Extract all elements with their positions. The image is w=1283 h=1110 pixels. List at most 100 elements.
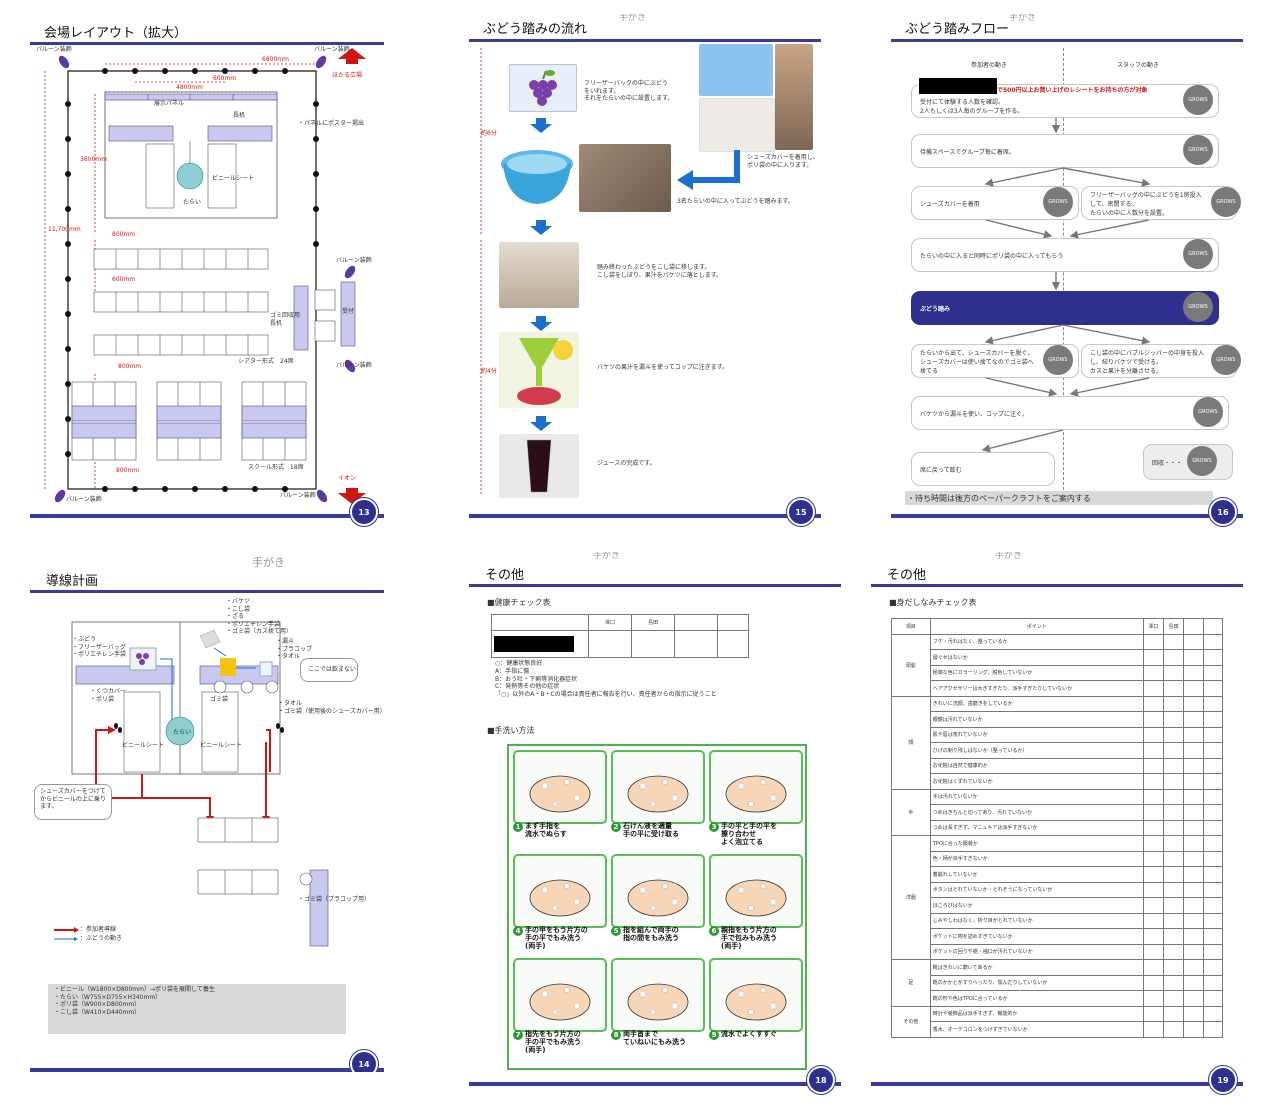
checkbox-cell[interactable] (1162, 974, 1185, 991)
checkbox-cell[interactable] (1162, 835, 1185, 852)
checkbox-cell[interactable] (1202, 804, 1224, 821)
checkbox-cell[interactable] (1142, 1021, 1165, 1038)
checkbox-cell[interactable] (1142, 695, 1165, 712)
checkbox-cell[interactable] (1183, 866, 1204, 883)
checkbox-cell[interactable] (1162, 804, 1185, 821)
checkbox-cell[interactable] (1183, 757, 1204, 774)
checkbox-cell[interactable] (1183, 773, 1204, 790)
checkbox-cell[interactable] (1183, 1005, 1204, 1022)
checkbox-cell[interactable] (1202, 742, 1224, 759)
checkbox-cell[interactable] (1162, 928, 1185, 945)
checkbox-cell[interactable] (1202, 664, 1224, 681)
checkbox-cell[interactable] (1202, 1005, 1224, 1022)
checkbox-cell[interactable] (1162, 633, 1185, 650)
checkbox-cell[interactable] (1183, 943, 1204, 960)
checkbox-cell[interactable] (1142, 912, 1165, 929)
checkbox-cell[interactable] (1183, 726, 1204, 743)
checkbox-cell[interactable] (1142, 974, 1165, 991)
checkbox-cell[interactable] (1142, 804, 1165, 821)
checkbox-cell[interactable] (1142, 897, 1165, 914)
checkbox-cell[interactable] (1142, 726, 1165, 743)
checkbox-cell[interactable] (1202, 819, 1224, 836)
checkbox-cell[interactable] (1202, 1021, 1224, 1038)
checkbox-cell[interactable] (1202, 711, 1224, 728)
checkbox-cell[interactable] (1183, 974, 1204, 991)
checkbox-cell[interactable] (1183, 897, 1204, 914)
checkbox-cell[interactable] (1183, 835, 1204, 852)
checkbox-cell[interactable] (1142, 757, 1165, 774)
checkbox-cell[interactable] (1202, 835, 1224, 852)
checkbox-cell[interactable] (1183, 711, 1204, 728)
checkbox-cell[interactable] (1183, 788, 1204, 805)
checkbox-cell[interactable] (1183, 912, 1204, 929)
checkbox-cell[interactable] (1142, 866, 1165, 883)
checkbox-cell[interactable] (1142, 788, 1165, 805)
checkbox-cell[interactable] (1162, 850, 1185, 867)
checkbox-cell[interactable] (1162, 649, 1185, 666)
checkbox-cell[interactable] (1202, 990, 1224, 1007)
checkbox-cell[interactable] (1142, 1005, 1165, 1022)
checkbox-cell[interactable] (1202, 726, 1224, 743)
checkbox-cell[interactable] (1202, 695, 1224, 712)
checkbox-cell[interactable] (1162, 788, 1185, 805)
checkbox-cell[interactable] (1162, 695, 1185, 712)
checkbox-cell[interactable] (1202, 866, 1224, 883)
checkbox-cell[interactable] (1162, 711, 1185, 728)
checkbox-cell[interactable] (1162, 897, 1185, 914)
checkbox-cell[interactable] (1142, 819, 1165, 836)
checkbox-cell[interactable] (1142, 773, 1165, 790)
checkbox-cell[interactable] (1142, 742, 1165, 759)
checkbox-cell[interactable] (1202, 943, 1224, 960)
checkbox-cell[interactable] (1202, 912, 1224, 929)
checkbox-cell[interactable] (1183, 633, 1204, 650)
checkbox-cell[interactable] (1183, 881, 1204, 898)
checkbox-cell[interactable] (1183, 742, 1204, 759)
checkbox-cell[interactable] (1142, 633, 1165, 650)
checkbox-cell[interactable] (1142, 943, 1165, 960)
checkbox-cell[interactable] (1162, 990, 1185, 1007)
checkbox-cell[interactable] (1142, 664, 1165, 681)
checkbox-cell[interactable] (1142, 959, 1165, 976)
checkbox-cell[interactable] (1162, 664, 1185, 681)
checkbox-cell[interactable] (1183, 1021, 1204, 1038)
checkbox-cell[interactable] (1162, 943, 1185, 960)
checkbox-cell[interactable] (1162, 1005, 1185, 1022)
checkbox-cell[interactable] (1183, 850, 1204, 867)
checkbox-cell[interactable] (1183, 804, 1204, 821)
checkbox-cell[interactable] (1202, 881, 1224, 898)
checkbox-cell[interactable] (1202, 633, 1224, 650)
checkbox-cell[interactable] (1162, 1021, 1185, 1038)
checkbox-cell[interactable] (1162, 757, 1185, 774)
checkbox-cell[interactable] (1162, 912, 1185, 929)
checkbox-cell[interactable] (1162, 726, 1185, 743)
checkbox-cell[interactable] (1142, 881, 1165, 898)
checkbox-cell[interactable] (1202, 974, 1224, 991)
checkbox-cell[interactable] (1162, 866, 1185, 883)
checkbox-cell[interactable] (1162, 680, 1185, 697)
checkbox-cell[interactable] (1202, 959, 1224, 976)
checkbox-cell[interactable] (1202, 788, 1224, 805)
checkbox-cell[interactable] (1162, 881, 1185, 898)
checkbox-cell[interactable] (1142, 649, 1165, 666)
checkbox-cell[interactable] (1183, 819, 1204, 836)
checkbox-cell[interactable] (1183, 959, 1204, 976)
checkbox-cell[interactable] (1202, 850, 1224, 867)
checkbox-cell[interactable] (1183, 990, 1204, 1007)
checkbox-cell[interactable] (1142, 835, 1165, 852)
checkbox-cell[interactable] (1183, 649, 1204, 666)
checkbox-cell[interactable] (1183, 695, 1204, 712)
checkbox-cell[interactable] (1142, 850, 1165, 867)
checkbox-cell[interactable] (1202, 897, 1224, 914)
checkbox-cell[interactable] (1183, 680, 1204, 697)
checkbox-cell[interactable] (1142, 928, 1165, 945)
checkbox-cell[interactable] (1202, 757, 1224, 774)
checkbox-cell[interactable] (1202, 928, 1224, 945)
checkbox-cell[interactable] (1162, 773, 1185, 790)
checkbox-cell[interactable] (1183, 664, 1204, 681)
checkbox-cell[interactable] (1142, 680, 1165, 697)
checkbox-cell[interactable] (1202, 773, 1224, 790)
checkbox-cell[interactable] (1202, 680, 1224, 697)
checkbox-cell[interactable] (1202, 649, 1224, 666)
checkbox-cell[interactable] (1142, 990, 1165, 1007)
checkbox-cell[interactable] (1162, 742, 1185, 759)
